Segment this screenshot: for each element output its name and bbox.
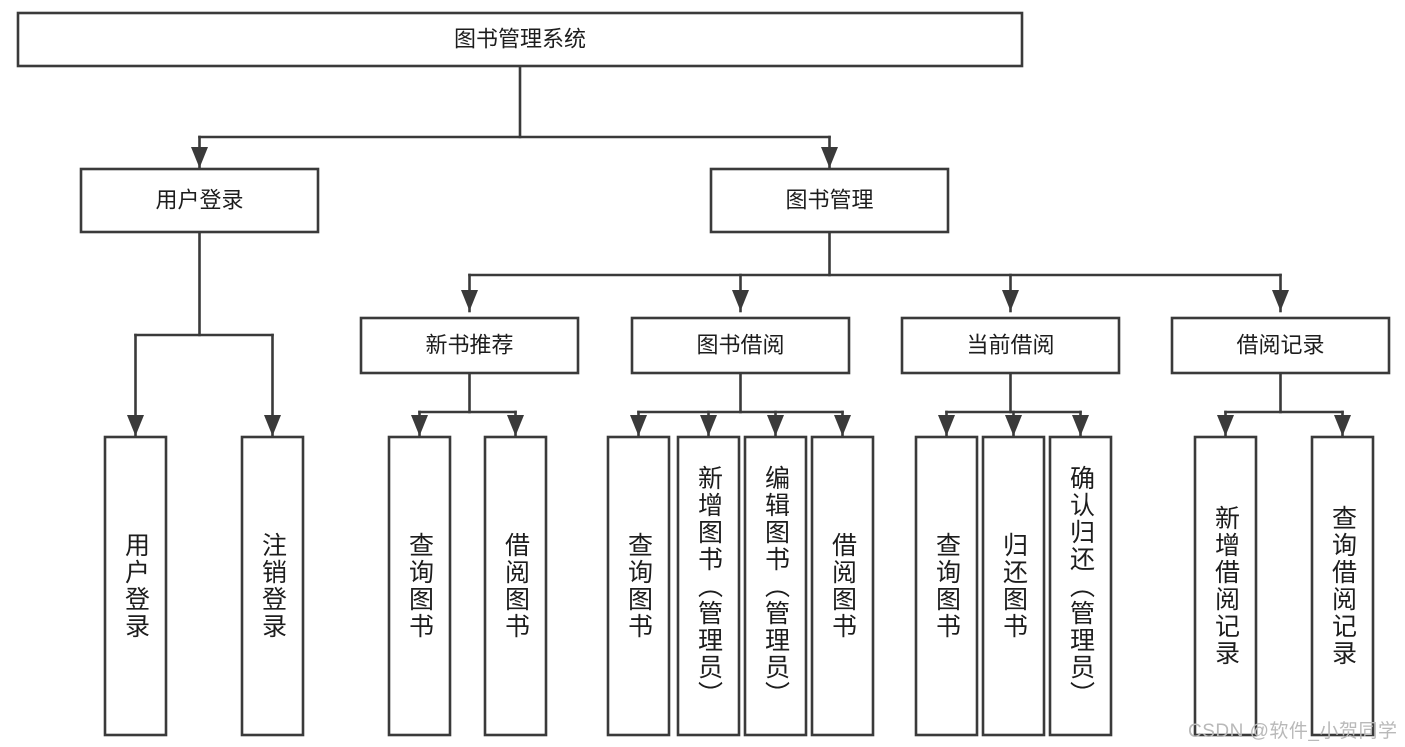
node-leaf-box-2[interactable]	[387, 435, 452, 737]
node-level3-box-2[interactable]	[900, 316, 1121, 375]
node-leaf-box-1[interactable]	[240, 435, 305, 737]
node-level3-label-0: 新书推荐	[425, 332, 513, 357]
node-root-box[interactable]	[16, 11, 1024, 68]
connectors-layer	[127, 64, 1351, 438]
node-leaf-box-10[interactable]	[1048, 435, 1113, 737]
node-leaf-box-6[interactable]	[743, 435, 808, 737]
node-level2-label-0: 用户登录	[155, 187, 243, 212]
node-level3-label-2: 当前借阅	[966, 332, 1054, 357]
node-leaf-box-9[interactable]	[981, 435, 1046, 737]
node-level2-label-1: 图书管理	[785, 187, 873, 212]
node-level3-label-3: 借阅记录	[1236, 332, 1324, 357]
node-root-label: 图书管理系统	[454, 26, 586, 51]
csdn-watermark: CSDN @软件_小贺同学	[1188, 721, 1398, 742]
node-level3-box-1[interactable]	[630, 316, 851, 375]
node-leaf-box-0[interactable]	[103, 435, 168, 737]
node-leaf-box-5[interactable]	[676, 435, 741, 737]
node-level3-box-0[interactable]	[359, 316, 580, 375]
boxes-layer	[16, 11, 1391, 737]
node-leaf-box-8[interactable]	[914, 435, 979, 737]
node-leaf-box-12[interactable]	[1310, 435, 1375, 737]
node-level3-label-1: 图书借阅	[696, 332, 784, 357]
node-level2-box-1[interactable]	[709, 167, 950, 234]
node-level3-box-3[interactable]	[1170, 316, 1391, 375]
node-leaf-box-4[interactable]	[606, 435, 671, 737]
node-leaf-box-7[interactable]	[810, 435, 875, 737]
node-level2-box-0[interactable]	[79, 167, 320, 234]
node-leaf-box-3[interactable]	[483, 435, 548, 737]
node-leaf-box-11[interactable]	[1193, 435, 1258, 737]
